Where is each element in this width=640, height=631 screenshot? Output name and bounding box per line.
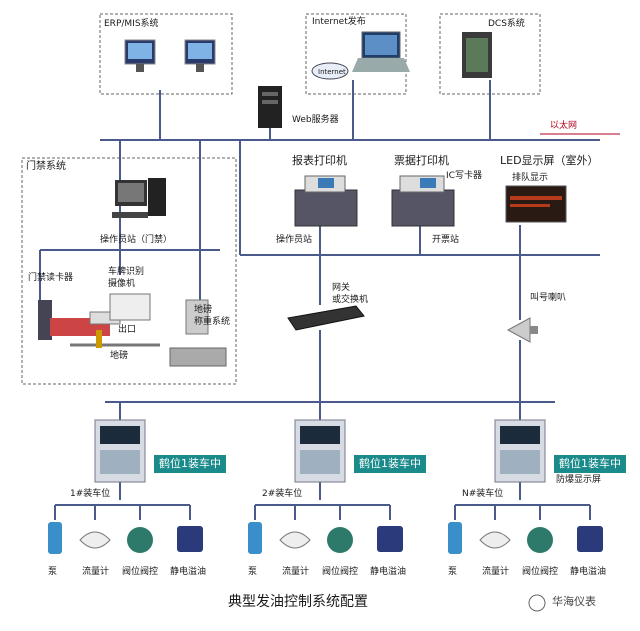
diagram-caption: 典型发油控制系统配置 bbox=[228, 594, 368, 610]
erp-label: ERP/MIS系统 bbox=[104, 19, 159, 29]
bay-1-display: 鹤位1装车中 bbox=[154, 455, 226, 473]
horn-label: 叫号喇叭 bbox=[530, 293, 567, 303]
scale-label: 地磅 bbox=[110, 351, 129, 361]
static-overflow-icon bbox=[177, 526, 203, 552]
web-server-icon bbox=[258, 86, 282, 128]
weighing-label: 地磅 称重系统 bbox=[194, 305, 231, 327]
report-printer-label: 报表打印机 bbox=[292, 154, 347, 167]
internet-box bbox=[305, 13, 407, 95]
pump-label-1: 泵 bbox=[48, 567, 58, 577]
led-screen-icon bbox=[505, 185, 567, 223]
bay-controller-icon bbox=[94, 419, 146, 483]
bay-2-display: 鹤位1装车中 bbox=[354, 455, 426, 473]
laptop-icon bbox=[352, 31, 410, 72]
access-station-label: 操作员站（门禁） bbox=[100, 235, 173, 245]
erp-computer-icon bbox=[124, 39, 216, 72]
valve-icon bbox=[327, 527, 353, 553]
static-overflow-icon bbox=[577, 526, 603, 552]
internet-globe-icon bbox=[311, 62, 349, 80]
bay-n-label: N#装车位 bbox=[462, 489, 504, 499]
flowmeter-icon bbox=[279, 531, 311, 549]
pump-icon bbox=[448, 522, 462, 554]
valve-label-1: 阀位阀控 bbox=[122, 567, 159, 577]
static-label-3: 静电溢油 bbox=[570, 567, 607, 577]
ic-label: IC写卡器 bbox=[446, 171, 482, 181]
dcs-cabinet-icon bbox=[462, 32, 492, 78]
report-printer-icon bbox=[294, 175, 358, 227]
flowmeter-label-3: 流量计 bbox=[482, 567, 510, 577]
internet-globe-label: Internet bbox=[318, 68, 346, 76]
valve-label-3: 阀位阀控 bbox=[522, 567, 559, 577]
pump-label-2: 泵 bbox=[248, 567, 258, 577]
static-label-1: 静电溢油 bbox=[170, 567, 207, 577]
pump-label-3: 泵 bbox=[448, 567, 458, 577]
horn-icon bbox=[506, 317, 538, 343]
gateway-label: 网关 或交换机 bbox=[332, 283, 369, 305]
internet-label: Internet发布 bbox=[312, 17, 366, 27]
bay-n-display: 鹤位1装车中 bbox=[554, 455, 626, 473]
bay-2-label: 2#装车位 bbox=[262, 489, 303, 499]
ticket-printer-icon bbox=[391, 175, 455, 227]
ticketing-label: 开票站 bbox=[432, 235, 460, 245]
valve-label-2: 阀位阀控 bbox=[322, 567, 359, 577]
ticket-printer-label: 票据打印机 bbox=[394, 154, 449, 167]
watermark: 华海仪表 bbox=[552, 595, 596, 608]
access-title: 门禁系统 bbox=[26, 161, 66, 172]
field-devices bbox=[48, 522, 603, 554]
card-reader-label: 门禁读卡器 bbox=[28, 273, 74, 283]
pump-icon bbox=[48, 522, 62, 554]
bus-lines bbox=[39, 80, 600, 520]
gate-scene-icon bbox=[38, 293, 160, 348]
ethernet-label: 以太网 bbox=[550, 121, 578, 131]
static-label-2: 静电溢油 bbox=[370, 567, 407, 577]
flowmeter-label-2: 流量计 bbox=[282, 567, 310, 577]
led-screen-label: LED显示屏（室外） bbox=[500, 154, 599, 167]
pump-icon bbox=[248, 522, 262, 554]
workstation-icon bbox=[112, 178, 166, 218]
plate-camera-label: 车牌识别 摄像机 bbox=[108, 267, 145, 289]
access-box bbox=[21, 157, 237, 385]
bay-1-label: 1#装车位 bbox=[70, 489, 111, 499]
valve-icon bbox=[127, 527, 153, 553]
operator-label: 操作员站 bbox=[276, 235, 313, 245]
flowmeter-label-1: 流量计 bbox=[82, 567, 110, 577]
exit-label: 出口 bbox=[118, 325, 137, 335]
weighing-system-icon bbox=[169, 299, 227, 367]
bay-controller-icon bbox=[294, 419, 346, 483]
flowmeter-icon bbox=[479, 531, 511, 549]
flowmeter-icon bbox=[79, 531, 111, 549]
web-server-label: Web服务器 bbox=[292, 115, 339, 125]
queue-label: 排队显示 bbox=[512, 173, 549, 183]
switch-icon bbox=[287, 305, 365, 331]
explosion-proof-label: 防爆显示屏 bbox=[556, 475, 602, 485]
wechat-icon bbox=[528, 594, 546, 612]
dcs-label: DCS系统 bbox=[488, 19, 525, 29]
valve-icon bbox=[527, 527, 553, 553]
static-overflow-icon bbox=[377, 526, 403, 552]
bay-controller-icon bbox=[494, 419, 546, 483]
erp-box bbox=[99, 13, 233, 95]
